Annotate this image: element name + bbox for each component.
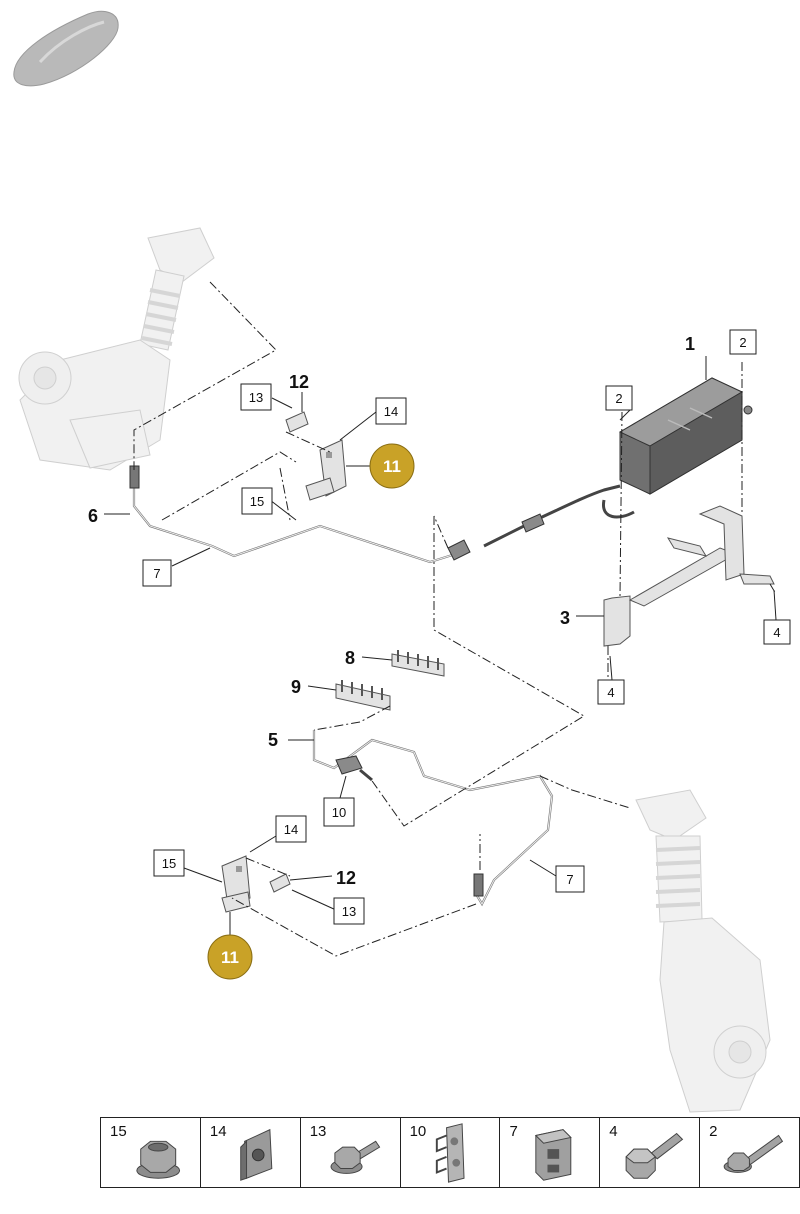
mounting-bracket-upper xyxy=(285,411,347,501)
callout-2-left: 2 xyxy=(615,391,622,406)
legend-item-4: 4 xyxy=(600,1118,701,1187)
legend-number: 2 xyxy=(709,1123,718,1140)
callout-15-upper: 15 xyxy=(250,494,264,509)
callout-7-lower: 7 xyxy=(566,872,573,887)
legend-item-2: 2 xyxy=(700,1118,799,1187)
callout-10: 10 xyxy=(332,805,346,820)
callouts-highlight: 11 11 xyxy=(207,443,415,980)
callout-12-upper: 12 xyxy=(289,372,309,392)
callout-4-right: 4 xyxy=(773,625,780,640)
callouts-bold: 1 3 5 6 8 9 12 12 xyxy=(88,334,695,888)
callout-15-lower: 15 xyxy=(162,856,176,871)
legend-item-10: 10 xyxy=(401,1118,501,1187)
parts-legend: 15 14 13 10 7 xyxy=(100,1117,800,1188)
legend-number: 14 xyxy=(209,1123,227,1140)
callout-12-lower: 12 xyxy=(336,868,356,888)
callout-14-upper: 14 xyxy=(384,404,398,419)
callouts-boxed: 2 2 4 4 7 7 10 13 13 14 14 15 15 xyxy=(142,329,791,925)
legend-number: 4 xyxy=(609,1123,618,1140)
callout-2-right: 2 xyxy=(739,335,746,350)
brake-line-front xyxy=(129,465,471,564)
strut-assembly-right xyxy=(635,789,771,1113)
legend-item-7: 7 xyxy=(500,1118,601,1187)
washer-bolt-icon xyxy=(723,1134,784,1173)
reservoir-bracket xyxy=(603,505,775,647)
pipe-holder-icon xyxy=(535,1129,573,1181)
strut-assembly-left xyxy=(18,227,215,471)
callout-13-upper: 13 xyxy=(249,390,263,405)
legend-item-15: 15 xyxy=(101,1118,201,1187)
callout-14-lower: 14 xyxy=(284,822,298,837)
brake-hose-reservoir xyxy=(483,484,635,548)
clip-nut-icon xyxy=(240,1128,273,1181)
callout-8: 8 xyxy=(345,648,355,668)
brake-line-rear xyxy=(312,730,554,907)
legend-number: 10 xyxy=(409,1123,427,1140)
flange-bolt-icon xyxy=(330,1140,380,1174)
callout-11-upper: 11 xyxy=(383,457,401,476)
mounting-bracket-lower xyxy=(221,855,291,913)
car-silhouette-icon xyxy=(13,10,119,87)
callout-11-lower: 11 xyxy=(221,948,239,967)
legend-number: 13 xyxy=(309,1123,327,1140)
legend-number: 7 xyxy=(509,1123,518,1140)
callout-13-lower: 13 xyxy=(342,904,356,919)
flange-nut-icon xyxy=(136,1140,181,1179)
legend-number: 15 xyxy=(110,1123,127,1140)
pipe-clip-icon xyxy=(435,1123,465,1183)
callout-7-upper: 7 xyxy=(153,566,160,581)
hex-bolt-icon xyxy=(625,1132,684,1179)
callout-6: 6 xyxy=(88,506,98,526)
callout-3: 3 xyxy=(560,608,570,628)
brake-fluid-reservoir xyxy=(618,377,753,495)
callout-9: 9 xyxy=(291,677,301,697)
callout-5: 5 xyxy=(268,730,278,750)
legend-item-14: 14 xyxy=(201,1118,301,1187)
legend-item-13: 13 xyxy=(301,1118,401,1187)
callout-1: 1 xyxy=(685,334,695,354)
line-clip-9 xyxy=(335,680,391,711)
callout-4-lower: 4 xyxy=(607,685,614,700)
leader-lines xyxy=(104,356,777,936)
assembly-guide-lines xyxy=(133,281,777,957)
line-clip-8 xyxy=(391,650,445,677)
